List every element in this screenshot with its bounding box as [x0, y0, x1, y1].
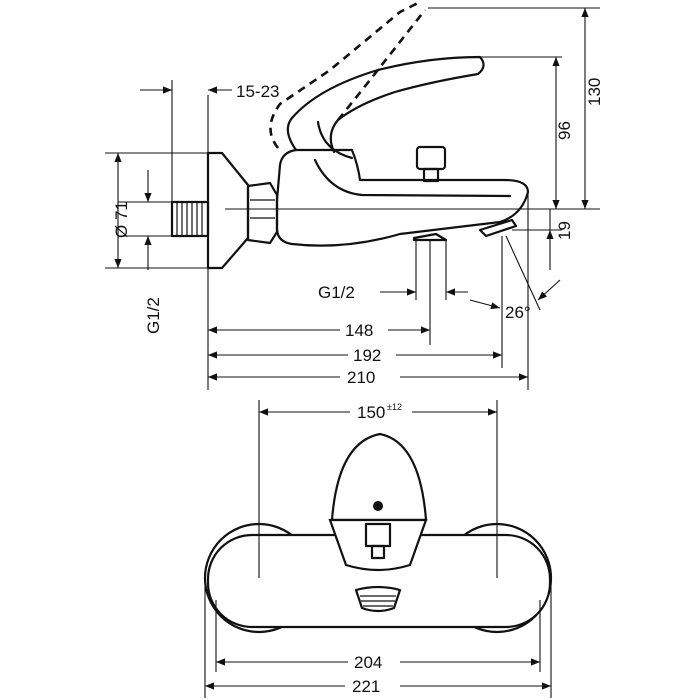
dim-centers: 150 — [357, 403, 385, 422]
side-view: 15-23 Ø 71 G1/2 130 96 19 G1/2 26° 148 — [105, 0, 604, 390]
dim-centers-tolerance: ±12 — [387, 402, 402, 412]
lever-raised-position — [269, 0, 421, 149]
front-aerator — [354, 585, 402, 613]
dim-width-221: 221 — [352, 677, 380, 696]
dim-height-130: 130 — [585, 78, 604, 106]
dim-angle: 26° — [505, 303, 531, 322]
dim-length-192: 192 — [353, 346, 381, 365]
dim-length-148: 148 — [345, 321, 373, 340]
dim-height-19: 19 — [555, 221, 574, 240]
lever-handle — [286, 55, 485, 154]
dim-wall-range: 15-23 — [236, 82, 279, 101]
diverter-knob — [415, 145, 447, 183]
dim-width-204: 204 — [354, 653, 382, 672]
body-contour — [313, 158, 512, 198]
lever-raised-position-2 — [336, 9, 427, 121]
shower-outlet — [412, 232, 448, 242]
spout-aerator — [478, 218, 518, 238]
front-lever — [330, 432, 428, 522]
dim-g-half-outlet: G1/2 — [318, 283, 355, 302]
dim-diameter: Ø 71 — [112, 201, 131, 238]
wall-flange — [206, 151, 250, 270]
lever-screw — [373, 501, 383, 511]
dim-length-210: 210 — [347, 368, 375, 387]
inlet-thread — [170, 200, 210, 238]
mixer-body — [275, 148, 530, 247]
front-view: 150 ±12 204 221 — [203, 400, 553, 698]
hex-nut — [246, 181, 279, 245]
dim-height-96: 96 — [555, 121, 574, 140]
dim-g-half-vertical: G1/2 — [144, 297, 163, 334]
lever-inner — [316, 120, 354, 160]
